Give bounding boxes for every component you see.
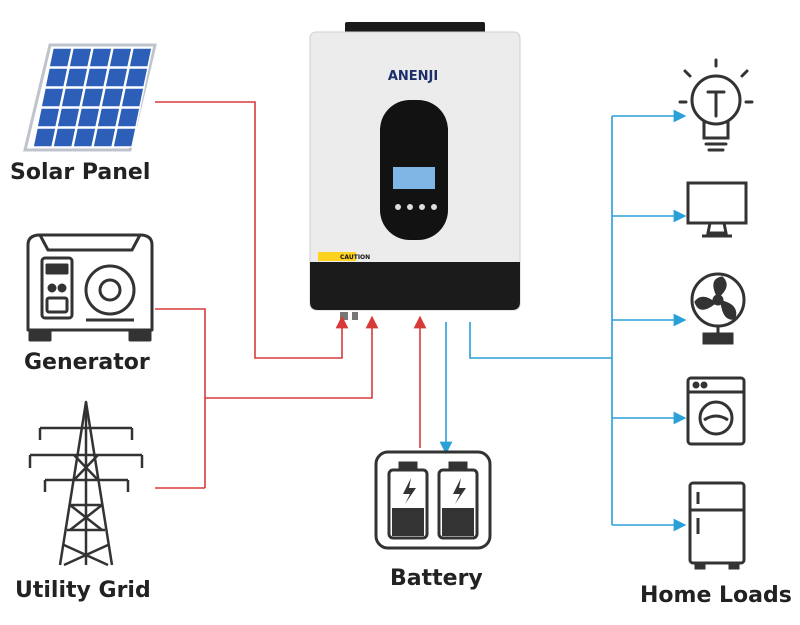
shared-ac-input-line — [205, 315, 379, 399]
utility-tower-icon — [28, 400, 144, 567]
refrigerator-icon — [688, 481, 746, 570]
brand-logo: ANENJI — [388, 69, 438, 84]
load-bus-line — [469, 322, 612, 359]
battery-label: Battery — [390, 566, 483, 591]
washing-machine-icon — [686, 376, 746, 446]
light-bulb-icon — [678, 58, 754, 152]
solar-panel-icon — [23, 43, 157, 152]
solar-panel-label: Solar Panel — [10, 160, 151, 185]
generator-icon — [26, 233, 154, 342]
solar-input-line — [155, 101, 349, 359]
input-connections — [155, 101, 427, 489]
monitor-icon — [686, 181, 748, 238]
fan-icon — [690, 272, 746, 345]
lcd-screen — [393, 167, 435, 189]
generator-label: Generator — [24, 350, 150, 375]
generator-input-line — [155, 308, 206, 488]
caution-sticker — [318, 252, 356, 261]
home-loads-label: Home Loads — [640, 583, 792, 608]
inverter-unit: CAUTION ANENJI — [309, 22, 521, 320]
battery-icon — [374, 450, 492, 550]
output-connections — [439, 109, 687, 532]
utility-grid-label: Utility Grid — [15, 578, 151, 603]
caution-text: CAUTION — [340, 254, 370, 261]
